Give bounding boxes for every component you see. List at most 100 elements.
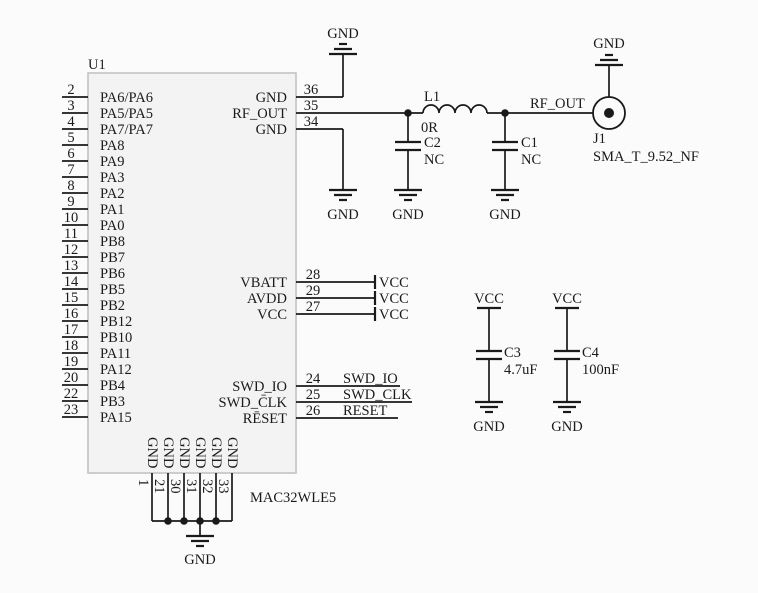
pin-name: PA9 bbox=[100, 154, 124, 170]
pin-name: PA3 bbox=[100, 170, 124, 186]
net-label-gnd: GND bbox=[392, 207, 423, 223]
inductor-symbol[interactable] bbox=[422, 104, 488, 114]
gnd-pin34: GND bbox=[327, 129, 359, 223]
capacitor-value: 4.7uF bbox=[504, 362, 537, 378]
net-label-reset: RESET bbox=[343, 403, 387, 419]
pin-name: GND bbox=[144, 437, 160, 468]
pin-number: 17 bbox=[64, 322, 79, 338]
capacitor-value: NC bbox=[424, 152, 444, 168]
capacitor-ref: C1 bbox=[521, 135, 538, 151]
pin-name: GND bbox=[160, 437, 176, 468]
pin-name: PA1 bbox=[100, 202, 124, 218]
net-label-gnd: GND bbox=[327, 26, 358, 42]
pin-name: GND bbox=[208, 437, 224, 468]
capacitor-ref: C4 bbox=[582, 345, 600, 361]
pin-number: 13 bbox=[64, 258, 79, 274]
pin-name: PA12 bbox=[100, 362, 132, 378]
pin-number: 11 bbox=[64, 226, 78, 242]
junction-dot bbox=[212, 517, 220, 525]
pin-number: 12 bbox=[64, 242, 79, 258]
inductor-ref: L1 bbox=[424, 89, 440, 105]
pin-number: 27 bbox=[306, 299, 321, 315]
inductor-value: 0R bbox=[421, 120, 438, 136]
pin-name: GND bbox=[256, 90, 287, 106]
connector-part: SMA_T_9.52_NF bbox=[593, 149, 699, 165]
sma-connector-symbol[interactable] bbox=[592, 96, 626, 130]
pin-number: 28 bbox=[306, 267, 321, 283]
junction-dot bbox=[180, 517, 188, 525]
net-label-gnd: GND bbox=[593, 36, 624, 52]
pin-name: PB7 bbox=[100, 250, 125, 266]
pin-number: 23 bbox=[64, 402, 79, 418]
capacitor-ref: C3 bbox=[504, 345, 521, 361]
capacitor-c3[interactable]: VCC GND C3 4.7uF bbox=[473, 291, 537, 435]
mcu-u1[interactable]: U1 MAC32WLE5 2 3 4 5 6 7 8 9 10 11 bbox=[62, 57, 412, 521]
pin-number: 10 bbox=[64, 210, 79, 226]
pin-number: 16 bbox=[64, 306, 79, 322]
pin-number: 15 bbox=[64, 290, 79, 306]
capacitor-c2[interactable]: GND C2 NC bbox=[392, 113, 444, 223]
capacitor-c1[interactable]: GND C1 NC bbox=[489, 113, 541, 223]
capacitor-value: NC bbox=[521, 152, 541, 168]
pin-number: 22 bbox=[64, 386, 79, 402]
net-label-gnd: GND bbox=[551, 419, 582, 435]
capacitor-c4[interactable]: VCC GND C4 100nF bbox=[551, 291, 619, 435]
pin-name: PB6 bbox=[100, 266, 125, 282]
pin-number: 8 bbox=[67, 178, 74, 194]
net-label-vcc: VCC bbox=[474, 291, 504, 307]
pin-number: 36 bbox=[304, 82, 319, 98]
pin-name: PB3 bbox=[100, 394, 125, 410]
pin-name: AVDD bbox=[247, 291, 287, 307]
net-label-vcc: VCC bbox=[379, 275, 409, 291]
pin-number: 2 bbox=[67, 82, 74, 98]
connector-j1[interactable]: GND J1 SMA_T_9.52_NF bbox=[592, 36, 699, 165]
pin-name: VBATT bbox=[240, 275, 287, 291]
capacitor-value: 100nF bbox=[582, 362, 619, 378]
mcu-part-label: MAC32WLE5 bbox=[250, 490, 336, 506]
pin-name: PB5 bbox=[100, 282, 125, 298]
pin-number: 30 bbox=[167, 479, 183, 494]
inductor-l1[interactable]: L1 0R bbox=[421, 89, 488, 136]
pin-number: 31 bbox=[183, 479, 199, 494]
pin-name: RĒSET bbox=[243, 411, 287, 427]
pin-name: PA7/PA7 bbox=[100, 122, 153, 138]
pin-name: VCC bbox=[257, 307, 287, 323]
pin-number: 9 bbox=[67, 194, 74, 210]
pin-number: 33 bbox=[215, 479, 231, 494]
pin-name: GND bbox=[176, 437, 192, 468]
pin-name: RF_OUT bbox=[232, 106, 287, 122]
pin-name: PB8 bbox=[100, 234, 125, 250]
net-label-gnd: GND bbox=[327, 207, 358, 223]
net-label-gnd: GND bbox=[489, 207, 520, 223]
pin-name: PA8 bbox=[100, 138, 124, 154]
pin-name: PA11 bbox=[100, 346, 131, 362]
pin-number: 35 bbox=[304, 98, 319, 114]
net-label-swd-io: SWD_IO bbox=[343, 371, 398, 387]
pin-name: PA6/PA6 bbox=[100, 90, 153, 106]
pin-name: PA5/PA5 bbox=[100, 106, 153, 122]
net-label-vcc: VCC bbox=[552, 291, 582, 307]
net-label-gnd: GND bbox=[184, 552, 215, 568]
pin-name: GND bbox=[224, 437, 240, 468]
pin-number: 34 bbox=[304, 114, 319, 130]
mcu-ref: U1 bbox=[88, 57, 106, 73]
pin-name: SWD_C̄LK bbox=[219, 395, 288, 411]
pin-number: 29 bbox=[306, 283, 321, 299]
pin-name: PA0 bbox=[100, 218, 124, 234]
gnd-bus: GND bbox=[152, 517, 232, 568]
net-label-swd-clk: SWD_CLK bbox=[343, 387, 412, 403]
pin-number: 5 bbox=[67, 130, 74, 146]
pin-number: 24 bbox=[306, 371, 321, 387]
net-label-vcc: VCC bbox=[379, 307, 409, 323]
pin-name: SWD_IO bbox=[232, 379, 287, 395]
pin-name: PB2 bbox=[100, 298, 125, 314]
mcu-body[interactable] bbox=[87, 72, 297, 474]
pin-number: 4 bbox=[67, 114, 75, 130]
sma-center-pin bbox=[604, 108, 614, 118]
capacitor-ref: C2 bbox=[424, 135, 441, 151]
rf-net: RF_OUT bbox=[296, 96, 593, 117]
pin-number: 21 bbox=[151, 479, 167, 494]
pin-number: 20 bbox=[64, 370, 79, 386]
